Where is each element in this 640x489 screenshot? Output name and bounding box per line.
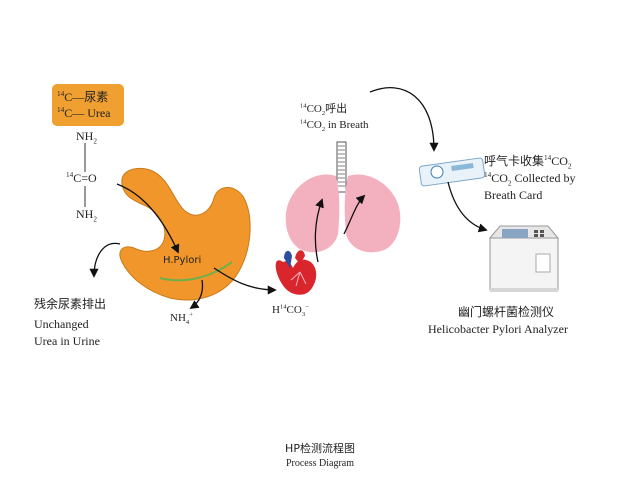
urea-en-text: C— Urea [64, 106, 111, 120]
arrow-to-ammonium [189, 279, 204, 310]
arrow-unchanged-urea [89, 242, 121, 278]
heart-illustration [275, 250, 317, 295]
isotope-superscript: 14 [300, 102, 307, 110]
isotope-superscript: 14 [57, 106, 65, 114]
analyzer-label-zh: 幽门螺杆菌检测仪 [458, 305, 555, 319]
subscript: 3 [301, 311, 306, 319]
nh-text: NH [76, 207, 94, 221]
card-label-en-line2: Breath Card [484, 188, 543, 202]
molecule-center-co: 14C=O [66, 171, 97, 185]
card-label-en-line1: 14CO2 Collected by [484, 171, 576, 188]
subscript: 4 [185, 319, 190, 327]
arrow-breath-to-card [369, 87, 439, 152]
hpylori-label: H.Pylori [163, 255, 202, 266]
arrow-card-to-analyzer [447, 181, 488, 233]
isotope-superscript: 14 [57, 90, 65, 98]
co-text: CO [551, 154, 568, 168]
urea-label-en: 14C— Urea [57, 106, 111, 121]
arrow-to-lungs [314, 198, 324, 263]
co-text: CO [286, 304, 302, 316]
unchanged-en-line2: Urea in Urine [34, 334, 100, 348]
co-text: CO [306, 103, 322, 115]
card-label-zh: 呼气卡收集14CO2 [484, 154, 572, 171]
breath-label-en: 14CO2 in Breath [300, 118, 369, 134]
co-text: C=O [73, 171, 97, 185]
nh-text: NH [76, 129, 94, 143]
unchanged-en-line1: Unchanged [34, 317, 89, 331]
co-text: CO [306, 119, 322, 131]
analyzer-illustration [488, 225, 560, 292]
h-text: H [272, 304, 280, 316]
isotope-superscript: 14 [300, 118, 307, 126]
arrow-exhale [343, 194, 366, 235]
unchanged-zh: 残余尿素排出 [34, 297, 107, 311]
subscript: 2 [567, 162, 572, 171]
subscript: 2 [507, 179, 512, 188]
arrow-to-bicarbonate [213, 267, 277, 295]
urea-zh-text: C—尿素 [64, 90, 109, 104]
co-text: CO [491, 171, 508, 185]
molecule-bottom-nh2: NH2 [76, 207, 97, 224]
lungs-illustration [285, 141, 401, 253]
urea-label-zh: 14C—尿素 [57, 88, 108, 105]
isotope-superscript: 14 [484, 171, 492, 179]
charge-superscript: + [189, 311, 193, 319]
breath-en-text: in Breath [325, 119, 369, 131]
breath-zh-text: 呼出 [325, 102, 348, 115]
nh-text: NH [170, 312, 186, 324]
card-zh-text: 呼气卡收集 [484, 154, 545, 168]
subscript: 2 [321, 126, 326, 134]
bicarbonate-label: H14CO3− [272, 303, 309, 319]
subscript: 2 [93, 215, 97, 224]
stomach-illustration [119, 168, 251, 301]
charge-superscript: − [305, 303, 309, 311]
urea-label-box: 14C—尿素 14C— Urea [52, 84, 124, 126]
isotope-superscript: 14 [279, 303, 287, 311]
breath-card-illustration [418, 157, 486, 187]
isotope-superscript: 14 [66, 171, 74, 179]
analyzer-label-en: Helicobacter Pylori Analyzer [428, 322, 568, 336]
caption-zh: HP检测流程图 [285, 442, 355, 455]
ammonium-label: NH4+ [170, 311, 193, 327]
subscript: 2 [321, 110, 326, 118]
caption-en: Process Diagram [285, 458, 355, 469]
stomach-lining [159, 261, 233, 282]
breath-label-zh: 14CO2呼出 [300, 102, 348, 118]
isotope-superscript: 14 [544, 154, 552, 162]
subscript: 2 [93, 137, 97, 146]
card-en-text: Collected by [511, 171, 576, 185]
arrow-urea-to-hpylori [116, 183, 180, 254]
molecule-top-nh2: NH2 [76, 129, 97, 146]
